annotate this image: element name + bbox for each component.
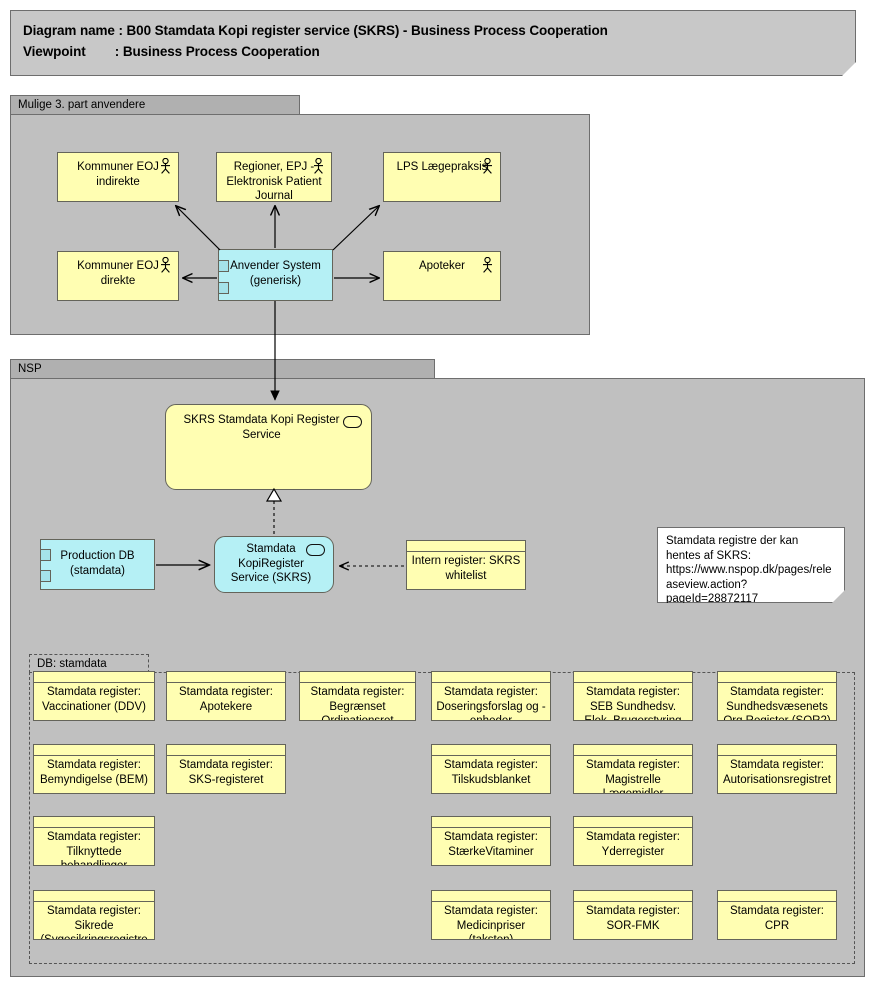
register-header-strip [167, 745, 285, 756]
register-header-strip [718, 672, 836, 683]
component-anvender-system[interactable]: Anvender System (generisk) [218, 249, 333, 301]
actor-apoteker[interactable]: Apoteker [383, 251, 501, 301]
register-header-strip [34, 817, 154, 828]
actor-label: Regioner, EPJ - Elektronisk Patient Jour… [226, 161, 322, 202]
register-header-strip [432, 891, 550, 902]
register-element[interactable]: Stamdata register: Sundhedsvæsenets Org … [717, 671, 837, 721]
register-element[interactable]: Stamdata register: Sikrede (Sygesikrings… [33, 890, 155, 940]
register-header-strip [574, 891, 692, 902]
register-label: Stamdata register: Magistrelle Lægemidle… [586, 759, 680, 794]
register-header-strip [432, 745, 550, 756]
actor-label: Kommuner EOJ indirekte [77, 161, 159, 188]
register-label: Stamdata register: Tilknyttede behandlin… [47, 831, 141, 866]
register-label: Stamdata register: SKS-registeret [179, 759, 273, 786]
register-header-strip [34, 672, 154, 683]
actor-kommuner-eoj-indirekte[interactable]: Kommuner EOJ indirekte [57, 152, 179, 202]
register-header-strip [432, 817, 550, 828]
register-label: Stamdata register: Doseringsforslag og -… [436, 686, 546, 721]
register-label: Stamdata register: Medicinpriser (takste… [444, 905, 538, 940]
actor-icon [161, 257, 170, 273]
component-icon [219, 260, 229, 272]
note-text: Stamdata registre der kan hentes af SKRS… [666, 535, 832, 605]
register-label: Stamdata register: SEB Sundhedsv. Elek. … [584, 686, 682, 721]
register-header-strip [34, 745, 154, 756]
component-label: Anvender System (generisk) [230, 260, 321, 287]
group-third-party-label: Mulige 3. part anvendere [10, 95, 300, 115]
actor-lps-laegepraksis[interactable]: LPS Lægepraksis [383, 152, 501, 202]
register-label: Stamdata register: Bemyndigelse (BEM) [39, 759, 148, 786]
register-header-strip [34, 891, 154, 902]
register-element[interactable]: Stamdata register: Doseringsforslag og -… [431, 671, 551, 721]
actor-label: LPS Lægepraksis [396, 161, 488, 173]
object-intern-register-skrs-whitelist[interactable]: Intern register: SKRS whitelist [406, 540, 526, 590]
diagram-title-note: Diagram name : B00 Stamdata Kopi registe… [10, 10, 856, 76]
component-icon [41, 570, 51, 582]
register-element[interactable]: Stamdata register: Tilknyttede behandlin… [33, 816, 155, 866]
register-header-strip [432, 672, 550, 683]
register-header-strip [574, 745, 692, 756]
register-header-strip [718, 891, 836, 902]
service-oval-icon [306, 544, 325, 556]
note-stamdata-registre: Stamdata registre der kan hentes af SKRS… [657, 527, 845, 603]
register-label: Stamdata register: Vaccinationer (DDV) [42, 686, 146, 713]
register-element[interactable]: Stamdata register: Magistrelle Lægemidle… [573, 744, 693, 794]
group-nsp-label: NSP [10, 359, 435, 379]
actor-icon [483, 257, 492, 273]
register-label: Intern register: SKRS whitelist [411, 555, 521, 582]
component-production-db[interactable]: Production DB (stamdata) [40, 539, 155, 590]
service-oval-icon [343, 416, 362, 428]
component-label: Production DB (stamdata) [60, 550, 135, 577]
register-element[interactable]: Stamdata register: CPR [717, 890, 837, 940]
service-label: Stamdata KopiRegister Service (SKRS) [230, 543, 312, 584]
register-label: Stamdata register: CPR [730, 905, 824, 932]
register-element[interactable]: Stamdata register: Yderregister [573, 816, 693, 866]
actor-label: Apoteker [418, 260, 466, 272]
actor-kommuner-eoj-direkte[interactable]: Kommuner EOJ direkte [57, 251, 179, 301]
component-icon [41, 549, 51, 561]
register-label: Stamdata register: Apotekere [179, 686, 273, 713]
actor-regioner-epj[interactable]: Regioner, EPJ - Elektronisk Patient Jour… [216, 152, 332, 202]
register-header-strip [167, 672, 285, 683]
register-header-strip [407, 541, 525, 552]
register-element[interactable]: Stamdata register: Tilskudsblanket [431, 744, 551, 794]
viewpoint-line: Viewpoint : Business Process Cooperation [23, 44, 320, 59]
actor-icon [483, 158, 492, 174]
register-header-strip [574, 672, 692, 683]
register-element[interactable]: Stamdata register: Begrænset Ordinations… [299, 671, 416, 721]
register-label: Stamdata register: Tilskudsblanket [444, 759, 538, 786]
register-label: Stamdata register: Autorisationsregistre… [722, 759, 832, 786]
register-header-strip [718, 745, 836, 756]
register-label: Stamdata register: Yderregister [586, 831, 680, 858]
register-label: Stamdata register: SOR-FMK [586, 905, 680, 932]
register-element[interactable]: Stamdata register: SKS-registeret [166, 744, 286, 794]
component-icon [219, 282, 229, 294]
service-label: SKRS Stamdata Kopi Register Service [183, 414, 340, 441]
register-element[interactable]: Stamdata register: Bemyndigelse (BEM) [33, 744, 155, 794]
register-label: Stamdata register: Sundhedsvæsenets Org … [723, 686, 831, 721]
register-element[interactable]: Stamdata register: Apotekere [166, 671, 286, 721]
group-third-party-body [10, 114, 590, 335]
actor-icon [161, 158, 170, 174]
service-stamdata-kopiregister-skrs[interactable]: Stamdata KopiRegister Service (SKRS) [214, 536, 334, 593]
register-label: Stamdata register: Begrænset Ordinations… [310, 686, 405, 721]
actor-label: Kommuner EOJ direkte [77, 260, 159, 287]
group-nsp: NSP DB: stamdata [10, 359, 865, 977]
register-element[interactable]: Stamdata register: Vaccinationer (DDV) [33, 671, 155, 721]
register-element[interactable]: Stamdata register: Medicinpriser (takste… [431, 890, 551, 940]
register-header-strip [300, 672, 415, 683]
service-skrs-stamdata-kopi-register[interactable]: SKRS Stamdata Kopi Register Service [165, 404, 372, 490]
register-element[interactable]: Stamdata register: SEB Sundhedsv. Elek. … [573, 671, 693, 721]
diagram-name-line: Diagram name : B00 Stamdata Kopi registe… [23, 23, 608, 38]
register-element[interactable]: Stamdata register: Autorisationsregistre… [717, 744, 837, 794]
register-label: Stamdata register: StærkeVitaminer [444, 831, 538, 858]
register-header-strip [574, 817, 692, 828]
actor-icon [314, 158, 323, 174]
subgroup-db-stamdata-label: DB: stamdata [29, 654, 149, 673]
register-element[interactable]: Stamdata register: StærkeVitaminer [431, 816, 551, 866]
register-element[interactable]: Stamdata register: SOR-FMK [573, 890, 693, 940]
register-label: Stamdata register: Sikrede (Sygesikrings… [40, 905, 148, 940]
